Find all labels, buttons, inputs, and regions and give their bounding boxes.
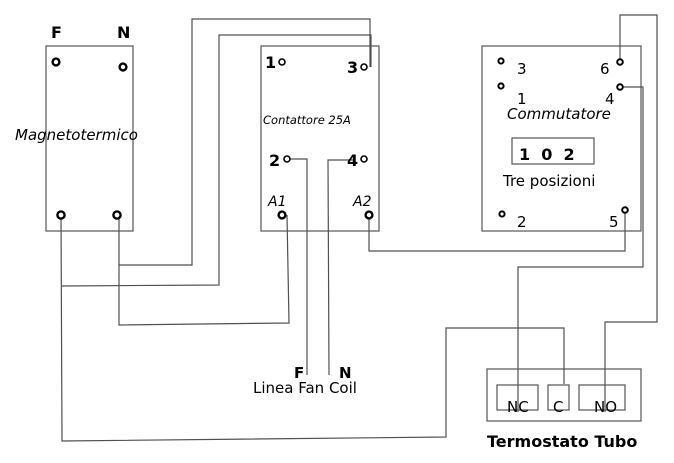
wires	[60, 14, 658, 442]
terminal-mt-f-in	[51, 57, 61, 67]
terminal-commutatore-6	[616, 58, 624, 66]
wire-commutatore-6-to-no	[604, 14, 658, 412]
commutatore-position-display	[511, 137, 595, 165]
commutatore-box	[481, 45, 642, 232]
contattore-terminal-3-label: 3	[347, 58, 358, 77]
termostato-tubo: NC C NO Termostato Tubo	[486, 368, 642, 451]
termostato-nc-label: NC	[507, 398, 529, 416]
commutatore-terminal-3-label: 3	[517, 60, 527, 78]
fan-coil-phase-label: F	[294, 364, 304, 382]
commutatore-terminal-5-label: 5	[609, 213, 619, 231]
contattore-terminal-1-label: 1	[265, 53, 276, 72]
fan-coil-line: F N Linea Fan Coil	[253, 364, 357, 397]
contattore-title: Contattore 25A	[263, 113, 351, 127]
fan-coil-neutral-label: N	[339, 364, 352, 382]
termostato-no-label: NO	[594, 398, 617, 416]
magnetotermico-neutral-label: N	[117, 23, 130, 42]
commutatore-terminal-1-label: 1	[517, 90, 527, 108]
terminal-contattore-4	[360, 155, 368, 163]
termostato-c-contact	[547, 384, 570, 411]
contattore-terminal-4-label: 4	[347, 151, 358, 170]
terminal-mt-f-out	[56, 210, 66, 220]
commutatore-subtitle: Tre posizioni	[502, 172, 595, 190]
wire-contattore-4-to-fan-n	[327, 159, 355, 376]
magnetotermico-title: Magnetotermico	[15, 126, 138, 144]
contattore-a2-label: A2	[352, 194, 372, 210]
wire-mt-left-to-contattore-3	[61, 34, 372, 287]
termostato-title: Termostato Tubo	[487, 432, 637, 451]
terminal-commutatore-4	[616, 83, 624, 91]
terminal-commutatore-3	[497, 57, 505, 65]
wire-commutatore-4-to-nc	[517, 86, 644, 412]
commutatore-title: Commutatore	[507, 105, 611, 123]
wire-mt-right-to-a1	[118, 214, 290, 326]
commutatore-positions: 1 0 2	[519, 145, 575, 164]
commutatore-terminal-6-label: 6	[600, 60, 610, 78]
termostato-no-contact	[578, 384, 626, 411]
commutatore: 3 1 6 4 Commutatore 1 0 2 Tre posizioni …	[481, 45, 642, 232]
termostato-c-label: C	[553, 398, 563, 416]
terminal-contattore-1	[278, 58, 286, 66]
contattore-terminal-2-label: 2	[269, 151, 280, 170]
fan-coil-label: Linea Fan Coil	[253, 379, 357, 397]
wire-mt-left-to-termostato-c	[60, 214, 565, 442]
commutatore-terminal-4-label: 4	[605, 90, 615, 108]
terminal-contattore-3	[360, 63, 368, 71]
terminal-contattore-a1	[277, 210, 287, 220]
terminal-mt-n-in	[118, 62, 128, 72]
magnetotermico: F N Magnetotermico	[15, 23, 138, 232]
terminal-contattore-a2	[364, 210, 374, 220]
termostato-nc-contact	[496, 384, 539, 411]
terminal-commutatore-1	[497, 82, 505, 90]
magnetotermico-box	[45, 45, 134, 232]
terminal-commutatore-2	[498, 210, 506, 218]
termostato-box	[486, 368, 642, 422]
contattore-box	[260, 45, 380, 232]
terminal-contattore-2	[283, 155, 291, 163]
terminal-mt-n-out	[112, 210, 122, 220]
wire-mt-right-to-contattore-1	[118, 18, 371, 266]
magnetotermico-phase-label: F	[51, 23, 62, 42]
contattore: 1 3 Contattore 25A 2 4 A1 A2	[260, 45, 380, 232]
contattore-a1-label: A1	[267, 194, 286, 210]
terminal-commutatore-5	[621, 206, 629, 214]
commutatore-terminal-2-label: 2	[517, 213, 527, 231]
wire-contattore-2-to-fan-f	[287, 158, 308, 375]
